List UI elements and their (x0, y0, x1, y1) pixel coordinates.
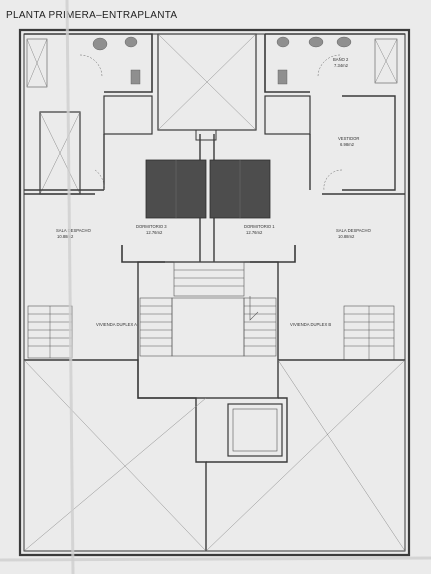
stair-duplex-a (27, 305, 73, 359)
room-area-sala-left: 10.88m2 (57, 234, 74, 239)
vivienda-duplex-b-label[interactable]: VIVIENDA DUPLEX B (290, 322, 331, 327)
room-vestidor[interactable]: VESTIDOR 6.98m2 (323, 95, 396, 191)
room-name-sala-left: SALA DESPACHO (56, 228, 92, 233)
void-lower-right (205, 359, 406, 552)
room-area-sala-right: 10.88m2 (338, 234, 355, 239)
central-staircase (137, 261, 279, 399)
room-dormitorio-1[interactable]: DORMITORIO 1 12.76m2 (244, 224, 275, 235)
stair-duplex-b (343, 305, 395, 361)
bed-dormitorio-3 (145, 159, 207, 219)
room-area-dormitorio-3: 12.76m2 (146, 230, 163, 235)
room-area-dormitorio-1: 12.76m2 (246, 230, 263, 235)
vivienda-a-label: VIVIENDA DUPLEX A (96, 322, 137, 327)
room-dormitorio-3[interactable]: DORMITORIO 3 12.76m2 (136, 224, 167, 235)
plan-title: PLANTA PRIMERA–ENTRAPLANTA (6, 10, 177, 21)
room-area-bano-2: 7.34m2 (334, 63, 349, 68)
room-sala-despacho-right[interactable]: SALA DESPACHO 10.88m2 (336, 228, 372, 239)
bed-dormitorio-1 (209, 159, 271, 219)
void-lower-left (23, 359, 207, 552)
bathroom-right[interactable]: BAÑO 2 7.34m2 (264, 33, 405, 93)
bathroom-left (24, 33, 153, 93)
vivienda-b-label: VIVIENDA DUPLEX B (290, 322, 331, 327)
outer-walls (18, 28, 411, 557)
room-sala-despacho-left[interactable]: SALA DESPACHO 10.88m2 (56, 228, 92, 239)
room-name-sala-right: SALA DESPACHO (336, 228, 372, 233)
room-name-dormitorio-1: DORMITORIO 1 (244, 224, 275, 229)
room-name-bano-2: BAÑO 2 (333, 57, 349, 62)
light-well-top (157, 33, 257, 131)
vivienda-duplex-a-label[interactable]: VIVIENDA DUPLEX A (96, 322, 137, 327)
room-name-vestidor: VESTIDOR (338, 136, 359, 141)
room-area-vestidor: 6.98m2 (340, 142, 355, 147)
room-name-dormitorio-3: DORMITORIO 3 (136, 224, 167, 229)
